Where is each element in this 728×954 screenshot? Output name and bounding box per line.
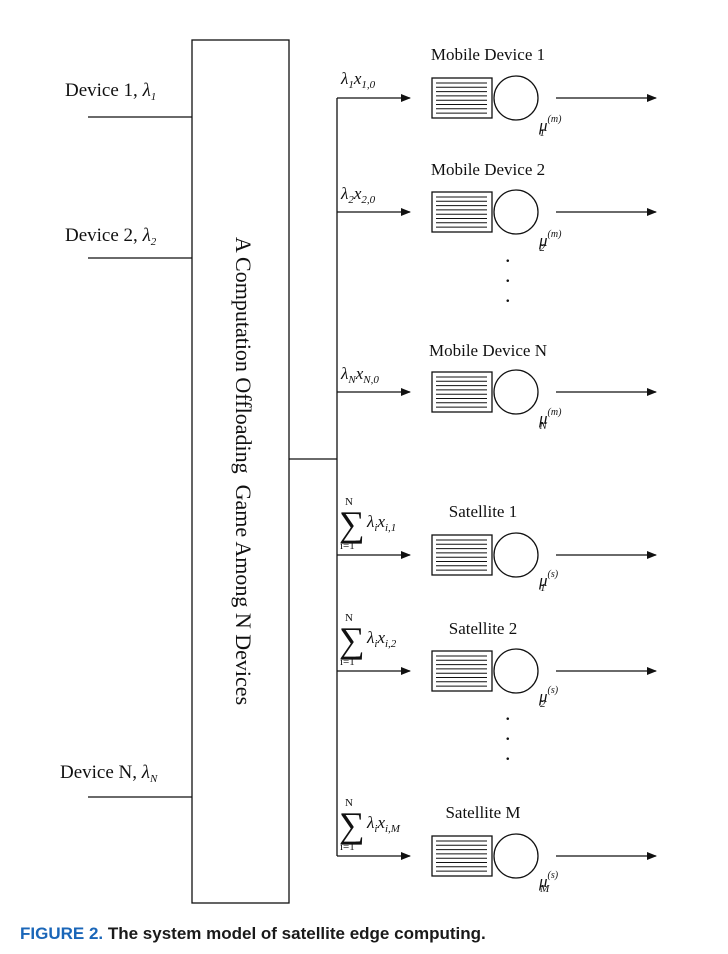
service-rate-satellite-2: μ(s)2	[538, 685, 559, 710]
satellite-2-label: Satellite 2	[449, 619, 517, 638]
offloading-game-block: A Computation Offloading Game Among N De…	[191, 39, 290, 904]
service-rate-satellite-m: μ(s)M	[538, 870, 559, 895]
source-device-n-label: Device N, λN	[60, 762, 158, 785]
ellipsis-dot: .	[505, 700, 511, 725]
mobile-device-2-queue-buffer	[431, 191, 493, 233]
satellite-2-queue-buffer	[431, 650, 493, 692]
mobile-device-n-queue-buffer	[431, 371, 493, 413]
rate-label-satellite-1: N ∑ i=1 λixi,1	[339, 496, 396, 552]
mobile-device-n-label: Mobile Device N	[429, 341, 547, 360]
ellipsis-dot: .	[505, 262, 511, 287]
satellite-1-queue-unit	[431, 532, 539, 578]
rate-label-mobile-2: λ2x2,0	[340, 184, 376, 206]
sum-upper-limit: N	[345, 496, 353, 508]
satellite-m-queue-unit	[431, 833, 539, 879]
figure-number: FIGURE 2.	[20, 924, 104, 943]
mobile-device-2-server	[493, 189, 539, 235]
satellite-1-queue-buffer	[431, 534, 493, 576]
service-rate-mobile-1: μ(m)1	[538, 114, 562, 139]
source-device-1-label: Device 1, λ1	[65, 80, 156, 103]
ellipsis-dot: .	[505, 242, 511, 267]
figure-caption: FIGURE 2. The system model of satellite …	[20, 924, 486, 944]
mobile-ellipsis: . . .	[505, 242, 511, 307]
ellipsis-dot: .	[505, 740, 511, 765]
mobile-device-n-server	[493, 369, 539, 415]
sum-lower-limit: i=1	[340, 841, 355, 853]
source-device-2: Device 2, λ2	[65, 225, 192, 259]
rate-label-satellite-2: N ∑ i=1 λixi,2	[339, 612, 397, 668]
service-rate-mobile-n: μ(m)N	[538, 407, 562, 432]
sum-upper-limit: N	[345, 612, 353, 624]
satellite-2-server	[493, 648, 539, 694]
rate-label-satellite-m: N ∑ i=1 λixi,M	[339, 797, 401, 853]
mobile-device-2-label: Mobile Device 2	[431, 160, 545, 179]
game-block-rect	[191, 39, 290, 904]
satellite-2-queue-unit	[431, 648, 539, 694]
sum-lower-limit: i=1	[340, 656, 355, 668]
game-block-label: A Computation Offloading Game Among N De…	[231, 237, 256, 705]
satellite-m-label: Satellite M	[445, 803, 520, 822]
source-device-1: Device 1, λ1	[65, 80, 192, 118]
figure-caption-text: The system model of satellite edge compu…	[107, 924, 486, 943]
mobile-device-1-queue-buffer	[431, 77, 493, 119]
branch-arrows	[337, 94, 411, 860]
source-device-2-label: Device 2, λ2	[65, 225, 157, 248]
mobile-device-n-queue-unit	[431, 369, 539, 415]
queue-units	[431, 75, 539, 879]
mobile-device-1-label: Mobile Device 1	[431, 45, 545, 64]
sum-upper-limit: N	[345, 797, 353, 809]
sum-lower-limit: i=1	[340, 540, 355, 552]
output-arrows	[556, 94, 657, 860]
rate-label-mobile-n: λNxN,0	[340, 364, 379, 386]
service-rate-satellite-1: μ(s)1	[538, 569, 559, 594]
satellite-m-queue-buffer	[431, 835, 493, 877]
mobile-device-1-queue-unit	[431, 75, 539, 121]
ellipsis-dot: .	[505, 720, 511, 745]
mobile-device-2-queue-unit	[431, 189, 539, 235]
sum-term: λixi,M	[366, 813, 401, 835]
sum-symbol: ∑	[339, 620, 365, 660]
ellipsis-dot: .	[505, 282, 511, 307]
source-device-n: Device N, λN	[60, 762, 192, 798]
sum-term: λixi,1	[366, 512, 396, 534]
satellite-1-label: Satellite 1	[449, 502, 517, 521]
sum-term: λixi,2	[366, 628, 397, 650]
sum-symbol: ∑	[339, 504, 365, 544]
service-rate-mobile-2: μ(m)2	[538, 229, 562, 254]
satellite-ellipsis: . . .	[505, 700, 511, 765]
mobile-device-1-server	[493, 75, 539, 121]
satellite-m-server	[493, 833, 539, 879]
satellite-1-server	[493, 532, 539, 578]
rate-label-mobile-1: λ1x1,0	[340, 69, 376, 91]
sum-symbol: ∑	[339, 805, 365, 845]
